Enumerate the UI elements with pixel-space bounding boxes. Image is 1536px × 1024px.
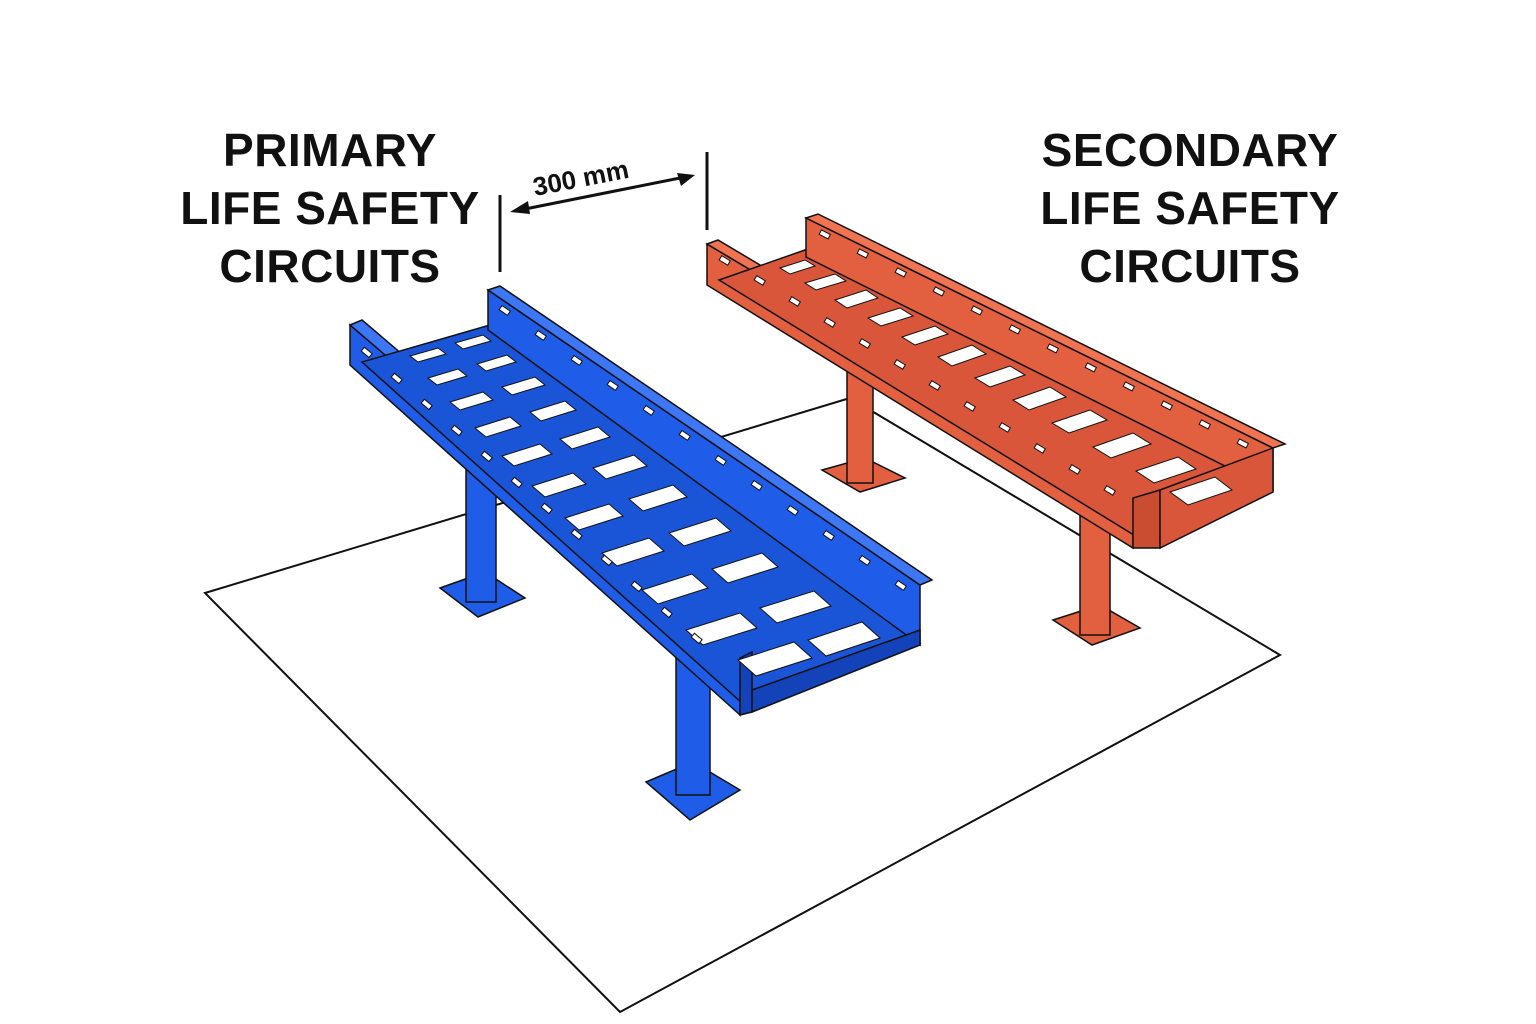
secondary-circuits-label: SECONDARY LIFE SAFETY CIRCUITS <box>1010 121 1370 295</box>
separation-dimension: 300 mm <box>498 152 709 272</box>
arrowhead-right-icon <box>677 173 695 186</box>
secondary-cable-tray <box>705 213 1287 646</box>
primary-cable-tray <box>348 285 934 821</box>
dimension-arrow-line <box>514 174 691 213</box>
secondary-label-line-1: SECONDARY <box>1041 124 1339 176</box>
primary-label-line-1: PRIMARY <box>223 124 437 176</box>
secondary-label-line-3: CIRCUITS <box>1079 240 1301 292</box>
primary-label-line-2: LIFE SAFETY <box>180 182 480 234</box>
arrowhead-left-icon <box>510 201 530 214</box>
primary-label-line-3: CIRCUITS <box>219 240 441 292</box>
dimension-label: 300 mm <box>530 154 631 202</box>
secondary-label-line-2: LIFE SAFETY <box>1040 182 1340 234</box>
primary-circuits-label: PRIMARY LIFE SAFETY CIRCUITS <box>160 121 500 295</box>
